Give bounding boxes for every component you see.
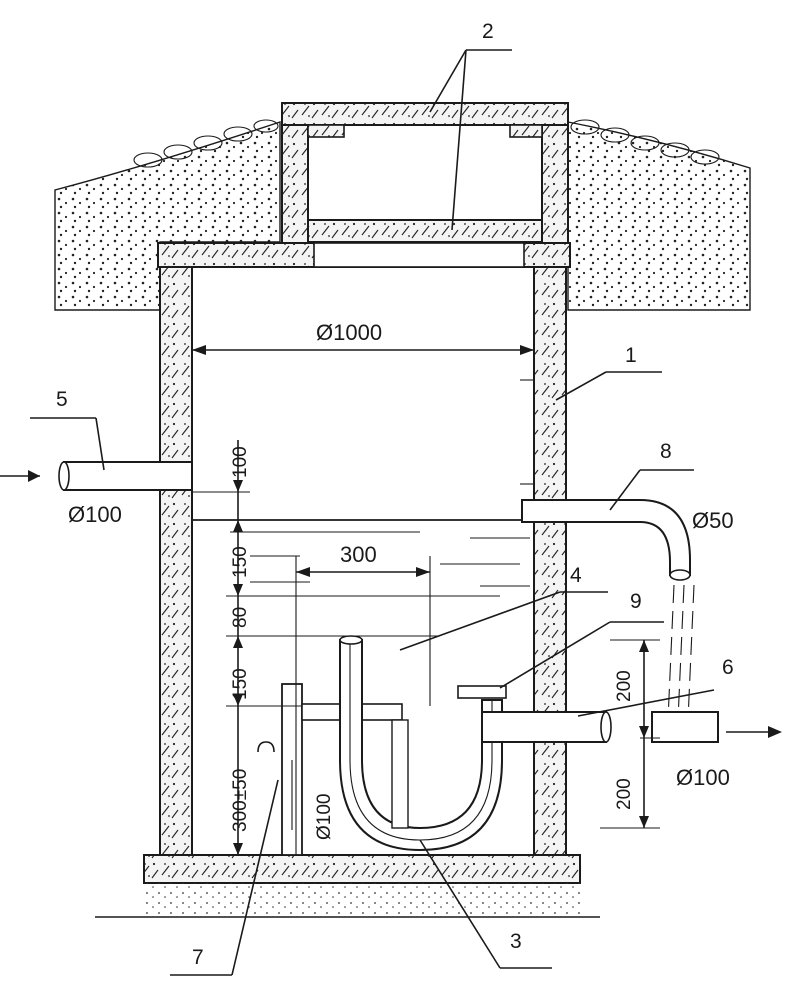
overflow-drip [667,584,695,721]
neck-left-wall [281,124,309,244]
label-dim-80: 80 [230,607,251,628]
soil-cobbles [133,119,720,168]
outlet-pipe-extension [651,711,719,743]
neck-right-wall [541,124,569,244]
callout-2: 2 [482,20,494,43]
bottom-slab [143,854,581,884]
label-dim-200a: 200 [614,670,635,702]
label-dim-200b: 200 [614,778,635,810]
sand-bed [144,883,580,917]
callout-1: 1 [625,344,637,367]
label-shaft-diameter: Ø1000 [316,320,382,345]
callout-4: 4 [570,564,582,587]
callout-leaders [30,49,715,976]
label-inlet-diameter: Ø100 [68,502,122,527]
dim-ticks-left [192,491,500,707]
dim-ticks-right [600,639,660,829]
inlet-pipe [63,461,193,491]
shaft-right-wall [533,266,567,856]
label-outlet-diameter: Ø100 [676,765,730,790]
callout-7: 7 [192,946,204,969]
riser-hook [257,741,275,753]
slab-opening [313,242,525,268]
soil-right [567,121,751,311]
label-dim-100: 100 [230,446,251,478]
shaft-left-wall [159,266,193,856]
inner-dip-pipe [391,719,409,829]
label-dim-300-50: 300±50 [230,769,251,832]
label-dim-150b: 150 [230,668,251,700]
callout-6: 6 [722,656,734,679]
outlet-pipe [481,711,607,743]
u-trap-cap [457,685,507,699]
u-trap-pipe [339,639,503,852]
callout-5: 5 [56,388,68,411]
callout-8: 8 [660,440,672,463]
neck-lip-left [307,124,345,138]
label-dim-150a: 150 [230,546,251,578]
callout-3: 3 [510,930,522,953]
neck-top-cover [281,102,569,126]
label-riser-diameter: Ø100 [314,794,335,840]
neck-inner-cover [307,219,543,243]
callout-9: 9 [630,590,642,613]
label-overflow-diameter: Ø50 [692,508,734,533]
label-dim-300: 300 [340,542,377,567]
neck-lip-right [509,124,543,138]
